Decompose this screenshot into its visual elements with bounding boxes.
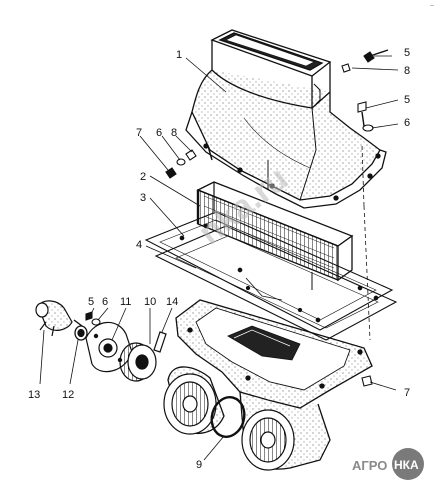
callout-5-top: 5 — [404, 47, 410, 59]
part-13-sensor-plug — [35, 300, 73, 337]
callout-1: 1 — [176, 49, 182, 61]
callout-11: 11 — [120, 296, 131, 308]
callout-3: 3 — [140, 192, 146, 204]
callout-6-right: 6 — [404, 117, 410, 129]
callout-5-middle: 5 — [404, 94, 410, 106]
callout-10: 10 — [144, 296, 156, 308]
callout-labels: 1 2 3 4 5 8 5 6 7 6 8 7 9 10 11 14 5 6 1… — [28, 47, 410, 471]
callout-6-left: 6 — [156, 127, 162, 139]
callout-9: 9 — [196, 459, 202, 471]
part-9-o-ring — [210, 396, 246, 438]
logo-badge-text: НКА — [394, 458, 419, 472]
callout-13: 13 — [28, 389, 40, 401]
callout-7-left: 7 — [136, 127, 142, 139]
callout-8-top: 8 — [404, 65, 410, 77]
hardware-top-left — [165, 145, 213, 179]
callout-8-left: 8 — [171, 127, 177, 139]
callout-6-lower: 6 — [102, 296, 108, 308]
part-12-seal-ring — [74, 325, 88, 341]
hardware-bottom-right — [361, 375, 373, 387]
callout-2: 2 — [140, 171, 146, 183]
fan-wheel-left — [163, 373, 217, 435]
leader-lines — [39, 55, 399, 461]
callout-7-right: 7 — [404, 387, 410, 399]
callout-12: 12 — [62, 389, 74, 401]
callout-5-left: 5 — [88, 296, 94, 308]
corner-mark: ~ — [430, 3, 434, 10]
part-3-gasket — [144, 211, 394, 331]
logo-text: АГРО — [352, 458, 387, 473]
part-10-pulley — [119, 342, 157, 382]
hardware-left-cluster — [73, 311, 101, 327]
hardware-top-right — [341, 49, 389, 132]
fan-wheel-right — [241, 409, 295, 471]
part-1-air-duct-housing — [185, 29, 387, 209]
part-14-pin — [153, 331, 167, 353]
logo-badge-icon — [392, 448, 424, 480]
callout-14: 14 — [166, 296, 178, 308]
agronka-logo: АГРО НКА — [352, 448, 424, 480]
part-4-spacer-plate — [154, 225, 398, 341]
callout-4: 4 — [136, 239, 142, 251]
